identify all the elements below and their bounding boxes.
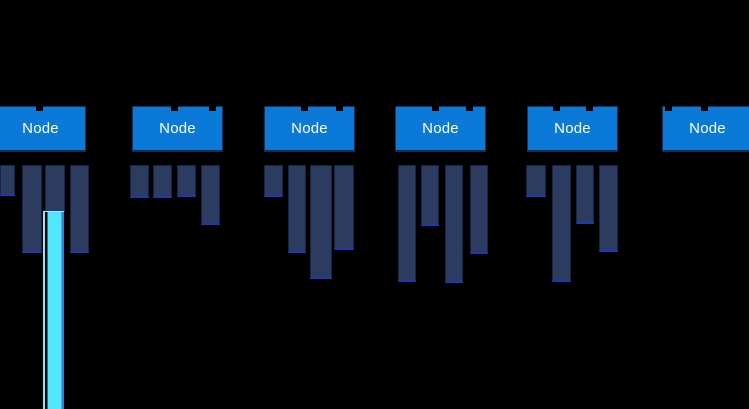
load-bar (70, 165, 89, 253)
node-label: Node (422, 120, 459, 137)
load-bar (310, 165, 332, 279)
load-bar (201, 165, 220, 225)
load-bar (526, 165, 546, 197)
load-bar (130, 165, 149, 198)
connector-notch-icon (466, 106, 473, 111)
load-bar (445, 165, 463, 283)
connector-notch-icon (586, 106, 593, 111)
connector-notch-icon (665, 106, 672, 111)
node-box: Node (264, 106, 355, 152)
load-bar (288, 165, 306, 253)
connector-notch-icon (301, 106, 308, 111)
load-bar (0, 165, 15, 196)
load-bar (599, 165, 618, 252)
load-bar (334, 165, 354, 250)
node-label: Node (554, 120, 591, 137)
node-label: Node (689, 120, 726, 137)
load-bar (421, 165, 439, 226)
load-bar (398, 165, 416, 282)
connector-notch-icon (36, 106, 43, 111)
load-bar (576, 165, 594, 224)
connector-notch-icon (171, 106, 178, 111)
node-label: Node (291, 120, 328, 137)
node-box: Node (395, 106, 486, 152)
load-bar (552, 165, 571, 282)
node-box: Node (662, 106, 749, 152)
load-bar (470, 165, 488, 254)
node-label: Node (22, 120, 59, 137)
load-bar (45, 165, 65, 212)
connector-notch-icon (553, 106, 560, 111)
node-box: Node (0, 106, 86, 152)
load-bar (153, 165, 172, 198)
connector-notch-icon (209, 106, 216, 111)
connector-notch-icon (701, 106, 708, 111)
load-bar (177, 165, 196, 197)
load-bar (264, 165, 283, 197)
connector-notch-icon (432, 106, 439, 111)
node-box: Node (132, 106, 223, 152)
node-box: Node (527, 106, 618, 152)
load-bar (22, 165, 42, 253)
highlighted-load-bar (43, 211, 64, 409)
node-label: Node (159, 120, 196, 137)
connector-notch-icon (336, 106, 343, 111)
